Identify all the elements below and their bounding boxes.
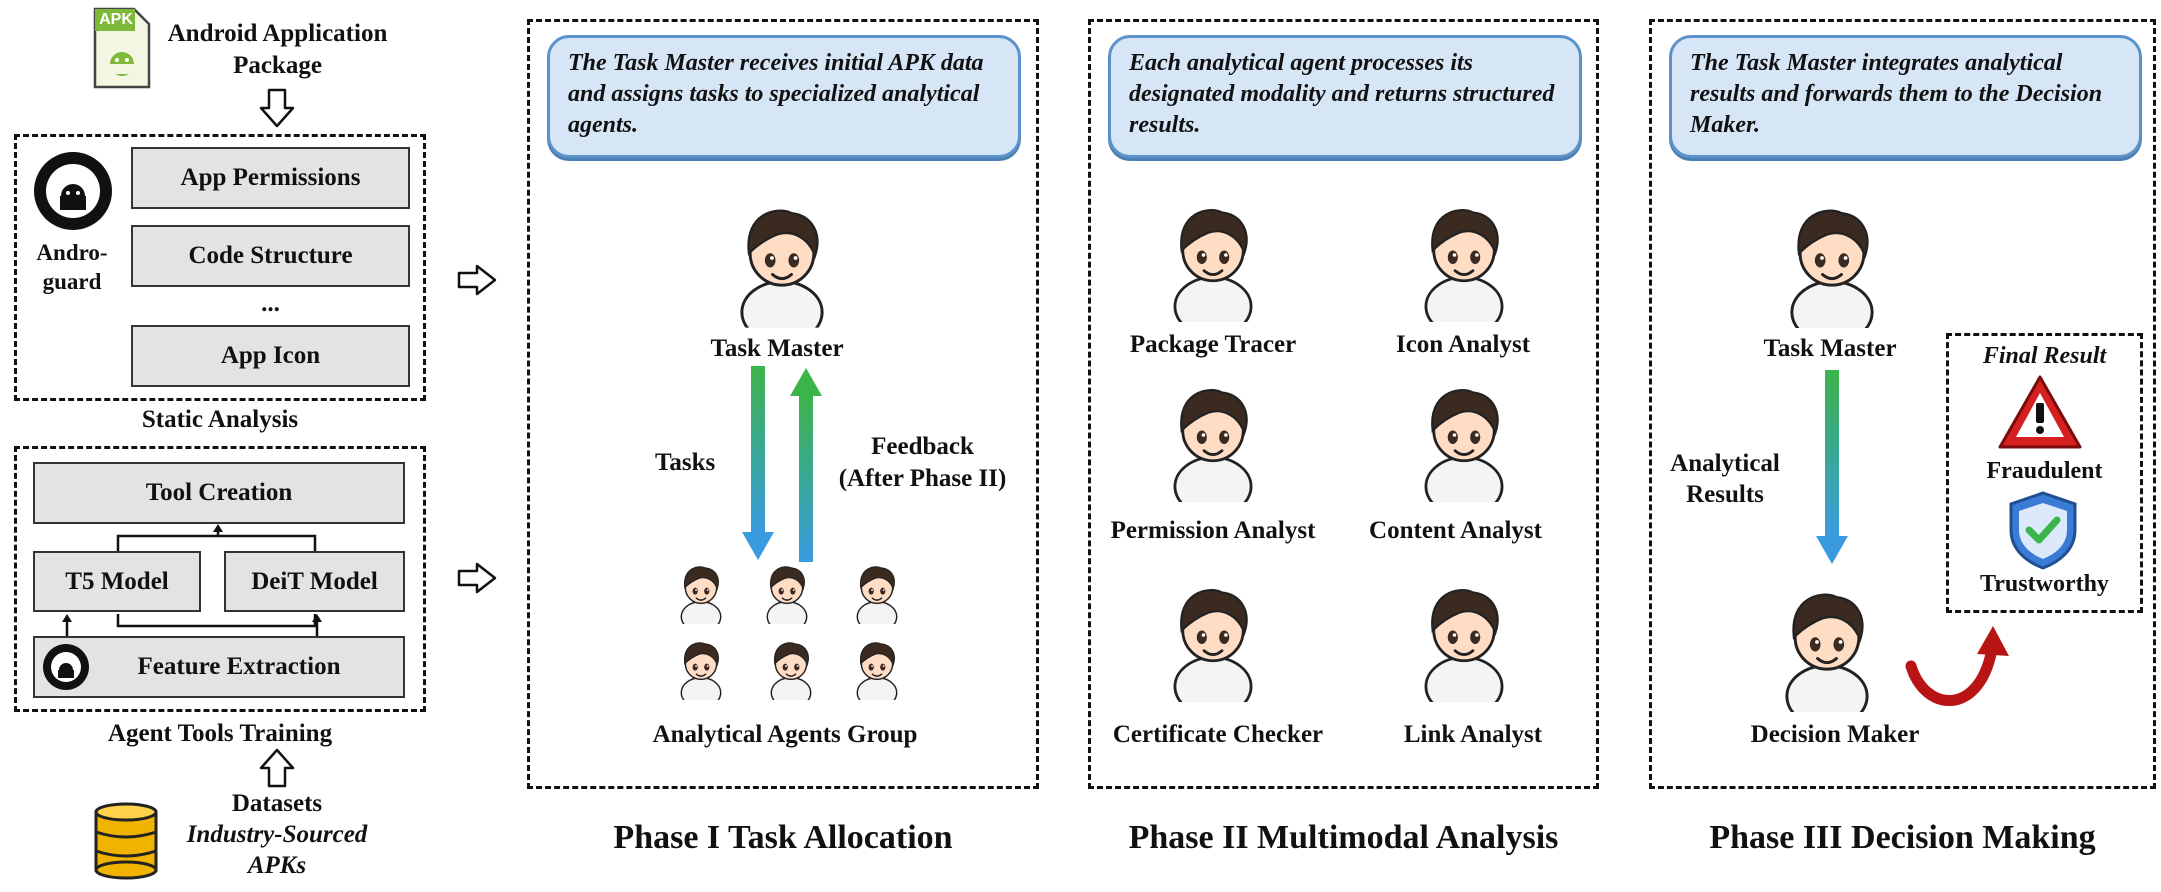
certificate-checker-avatar [1173,588,1253,702]
icon-analyst-avatar [1424,208,1504,322]
phase1-box [527,19,1039,789]
final-result-label: Final Result [1982,343,2107,369]
group-avatar-6 [856,641,898,700]
hollow-arrow-right-icon-top [457,264,497,296]
curved-red-arrow [1905,626,2009,706]
link-analyst-label: Link Analyst [1403,721,1543,748]
link-analyst-avatar [1424,588,1504,702]
deit-model-box: DeiT Model [224,551,405,612]
analytical-results-label: Analytical Results [1670,450,1780,508]
androguard-small-logo [42,643,90,691]
permission-analyst-label: Permission Analyst [1110,517,1316,544]
group-avatar-4 [680,641,722,700]
androguard-label: Andro- guard [36,240,108,294]
feedback-arrow-up [790,368,822,562]
final-result-box [1946,333,2143,613]
phase3-title: Phase III Decision Making [1709,819,2096,856]
phase2-box [1088,19,1599,789]
phase3-bubble: The Task Master integrates analytical re… [1669,35,2142,158]
t5-model-box: T5 Model [33,551,201,612]
icon-analyst-label: Icon Analyst [1395,331,1531,358]
hollow-arrow-down-icon [259,88,295,128]
decision-maker-label: Decision Maker [1750,721,1920,748]
task-master-avatar [740,209,824,328]
agent-tools-training-caption: Agent Tools Training [107,720,333,747]
phase3-task-master-label: Task Master [1763,335,1897,362]
phase1-title: Phase I Task Allocation [613,819,953,856]
tasks-arrow-down [742,366,774,560]
package-tracer-label: Package Tracer [1129,331,1297,358]
phase2-title: Phase II Multimodal Analysis [1128,819,1559,856]
code-structure-box: Code Structure [131,225,410,287]
ellipsis: ... [261,290,280,317]
training-connectors [62,524,322,636]
agent-tools-training-box [14,446,426,712]
app-permissions-box: App Permissions [131,147,410,209]
hollow-arrow-up-icon [259,748,295,788]
trustworthy-label: Trustworthy [1980,571,2109,597]
certificate-checker-label: Certificate Checker [1112,721,1324,748]
database-icon [92,800,160,880]
content-analyst-avatar [1424,388,1504,502]
group-avatar-2 [766,565,808,624]
group-avatar-3 [856,565,898,624]
app-icon-box: App Icon [131,325,410,387]
phase3-box [1649,19,2156,789]
group-avatar-5 [770,641,812,700]
package-tracer-avatar [1173,208,1253,322]
group-avatar-1 [680,565,722,624]
hollow-arrow-right-icon-bottom [457,562,497,594]
tool-creation-box: Tool Creation [33,462,405,524]
feature-extraction-box: Feature Extraction [33,636,405,698]
static-analysis-caption: Static Analysis [141,406,299,433]
shield-check-icon [2009,491,2077,570]
static-analysis-box [14,134,426,401]
phase1-bubble: The Task Master receives initial APK dat… [547,35,1021,158]
apk-file-icon: APK [92,6,152,90]
datasets-label: Datasets Industry-Sourced APKs [186,790,368,879]
androguard-logo [32,150,114,232]
phase2-bubble: Each analytical agent processes its desi… [1108,35,1582,158]
analytical-agents-group-label: Analytical Agents Group [652,721,918,748]
permission-analyst-avatar [1173,388,1253,502]
results-arrow-down [1816,370,1848,564]
apk-title: Android Application Package [167,20,388,79]
content-analyst-label: Content Analyst [1369,517,1542,544]
phase1-task-master-label: Task Master [710,335,844,362]
warning-triangle-icon [1998,375,2082,449]
feature-extraction-label: Feature Extraction [137,653,341,680]
fraudulent-label: Fraudulent [1986,458,2103,484]
apk-badge: APK [99,11,133,28]
phase3-task-master-avatar [1790,208,1874,328]
feedback-label: Feedback (After Phase II) [838,433,1007,492]
tasks-label: Tasks [655,449,716,476]
decision-maker-avatar [1785,592,1869,712]
